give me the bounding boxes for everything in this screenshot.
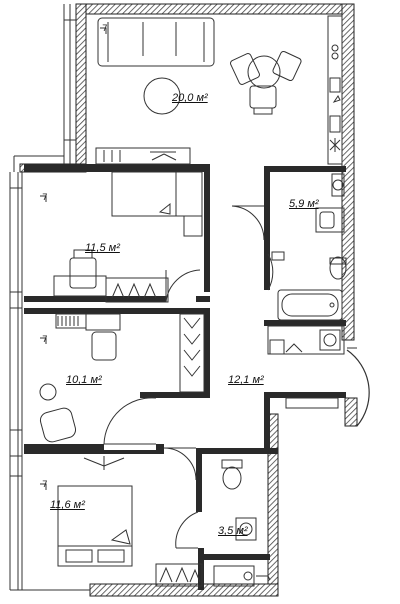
- bed: [111, 171, 203, 217]
- bedroom-top-furniture: [53, 171, 203, 303]
- window-mark: 7: [42, 193, 48, 203]
- exterior-walls: [19, 3, 358, 597]
- desk-mid: [85, 313, 121, 331]
- kitchen-counter: [327, 15, 343, 165]
- desk: [53, 275, 107, 297]
- window-mark: 7: [42, 480, 48, 490]
- bathtub: [277, 289, 343, 321]
- bookshelf: [55, 313, 87, 329]
- bedroom-bottom-furniture: [57, 456, 203, 587]
- hall-closet: [285, 397, 339, 409]
- wc-fixtures: [213, 459, 271, 587]
- left-facade: [9, 4, 90, 591]
- bedroom-bottom-area-label: 11,6 м²: [50, 499, 85, 511]
- wc-area-label: 3,5 м²: [218, 525, 248, 537]
- interior-walls: [24, 164, 346, 590]
- door-swings: [103, 205, 370, 549]
- double-bed: [57, 485, 133, 567]
- bedroom-mid-furniture: [39, 313, 205, 443]
- sofa: [97, 17, 215, 67]
- coffee-table: [143, 77, 181, 115]
- corner-markers: [40, 27, 107, 490]
- bedroom-top-area-label: 11,5 м²: [85, 242, 120, 254]
- bedroom-mid-area-label: 10,1 м²: [66, 374, 102, 386]
- window-ticks: [10, 19, 76, 477]
- hall-area-label: 12,1 м²: [228, 374, 264, 386]
- tv-stand: [95, 147, 191, 165]
- dining-table: [247, 55, 281, 89]
- wardrobe-bottom: [155, 563, 203, 587]
- living-room-furniture: [95, 15, 343, 165]
- bathroom-fixtures: [267, 173, 347, 355]
- window-mark: 7: [102, 24, 108, 34]
- bathroom-area-label: 5,9 м²: [289, 198, 319, 210]
- living-area-label: 20,0 м²: [172, 92, 208, 104]
- window-mark: 7: [42, 335, 48, 345]
